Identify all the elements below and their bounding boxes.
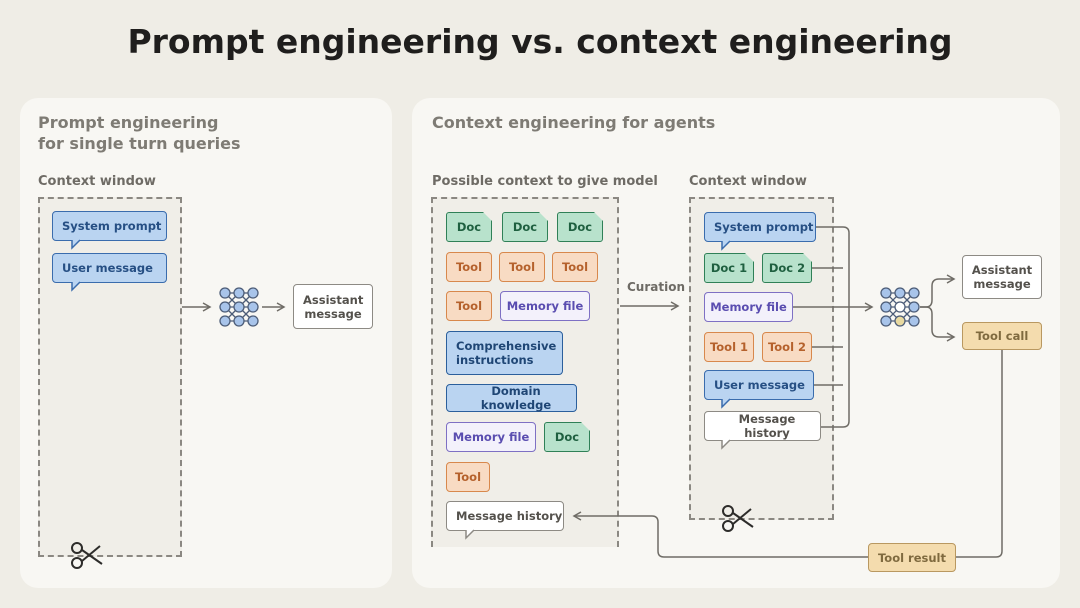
possible-tool-a: Tool [446, 252, 492, 282]
possible-tool-e: Tool [446, 462, 490, 492]
window-memory-file: Memory file [704, 292, 793, 322]
right-panel-title: Context engineering for agents [432, 113, 716, 132]
window-tool-2: Tool 2 [762, 332, 812, 362]
left-system-prompt: System prompt [52, 211, 167, 241]
possible-tool-b: Tool [499, 252, 545, 282]
scissors-icon [722, 505, 754, 532]
possible-domain-knowledge: Domain knowledge [446, 384, 577, 412]
curation-label: Curation [627, 280, 686, 294]
left-user-message: User message [52, 253, 167, 283]
left-context-window-label: Context window [38, 174, 156, 189]
neural-network-icon [219, 287, 259, 327]
left-assistant-message-label: Assistant message [303, 292, 364, 321]
page-title: Prompt engineering vs. context engineeri… [127, 22, 953, 61]
neural-network-icon [880, 287, 920, 327]
window-tool-1: Tool 1 [704, 332, 754, 362]
possible-doc-d: Doc [544, 421, 591, 452]
right-assistant-message-label: Assistant message [971, 263, 1033, 291]
possible-message-history: Message history [446, 501, 564, 531]
right-context-window-label: Context window [689, 174, 807, 189]
right-assistant-message: Assistant message [962, 255, 1042, 299]
left-panel-title: Prompt engineering for single turn queri… [38, 112, 241, 154]
possible-memory-a: Memory file [500, 291, 590, 321]
tool-result-arrow [572, 511, 868, 558]
window-doc-2: Doc 2 [762, 252, 813, 283]
left-panel-title-line2: for single turn queries [38, 134, 241, 153]
bubble-tails [71, 239, 731, 540]
possible-tool-c: Tool [552, 252, 598, 282]
tool-call: Tool call [962, 322, 1042, 350]
window-message-history: Message history [704, 411, 821, 441]
arrow-to-tool-call [920, 306, 956, 342]
window-user-message: User message [704, 370, 814, 400]
left-panel-title-line1: Prompt engineering [38, 113, 219, 132]
possible-doc-b: Doc [502, 211, 549, 242]
scissors-icon [71, 542, 103, 569]
window-doc-1: Doc 1 [704, 252, 755, 283]
possible-context-label: Possible context to give model [432, 174, 658, 189]
window-system-prompt: System prompt [704, 212, 816, 242]
possible-instructions: Comprehensive instructions [446, 331, 563, 375]
possible-doc-a: Doc [446, 211, 493, 242]
arrow-to-assistant [920, 274, 956, 308]
tool-result: Tool result [868, 543, 956, 572]
left-assistant-message: Assistant message [293, 284, 373, 329]
possible-doc-c: Doc [557, 211, 604, 242]
possible-memory-b: Memory file [446, 422, 536, 452]
possible-tool-d: Tool [446, 291, 492, 321]
